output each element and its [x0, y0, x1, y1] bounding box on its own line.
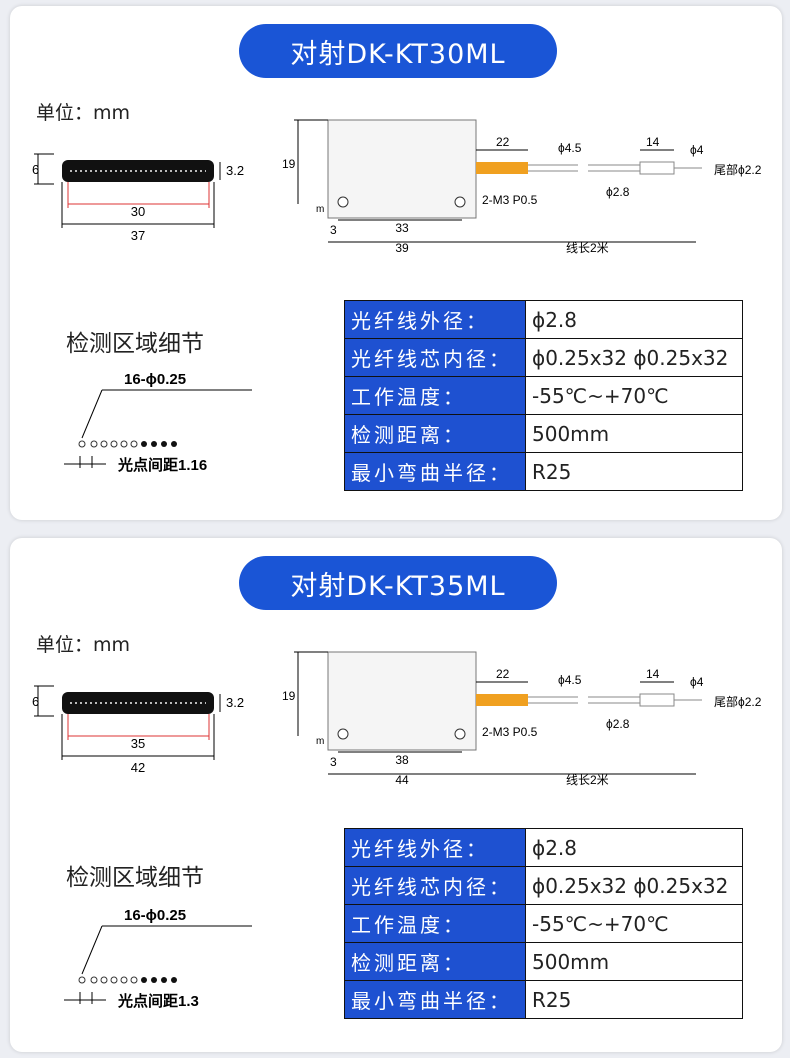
spec-value: -55℃~+70℃	[525, 904, 743, 943]
table-row: 最小弯曲半径：R25	[344, 980, 743, 1019]
spec-value: R25	[525, 452, 743, 491]
tube-dia-label: ϕ4.5	[558, 673, 582, 687]
outer-length-label: 42	[131, 760, 145, 775]
spec-label: 工作温度：	[344, 904, 526, 943]
fiber-dia-label: ϕ2.8	[606, 185, 630, 199]
fiber-count-label: 16-ϕ0.25	[124, 371, 186, 388]
hole-offset-label: 3	[330, 223, 337, 237]
body-height-label: 19	[282, 689, 296, 703]
spec-value: 500mm	[525, 942, 743, 981]
table-row: 工作温度：-55℃~+70℃	[344, 904, 743, 943]
cable-length-label: 线长2米	[566, 241, 609, 255]
spec-label: 最小弯曲半径：	[344, 980, 526, 1019]
tip-dia-label: ϕ4	[690, 143, 704, 157]
spec-label: 检测距离：	[344, 942, 526, 981]
detection-detail-drawing: 16-ϕ0.25 光点间距1.16	[64, 371, 252, 472]
hole-offset-label: 3	[330, 755, 337, 769]
spec-label: 工作温度：	[344, 376, 526, 415]
product-card-kt30ml: 对射DK-KT30ML 单位：mm 6 3.2 30 37 19 m 3 33 …	[10, 6, 782, 520]
pitch-label: 光点间距1.3	[117, 992, 199, 1008]
product-card-kt35ml: 对射DK-KT35ML 单位：mm 6 3.2 35 42 19 m 3 38 …	[10, 538, 782, 1052]
fiber-dia-label: ϕ2.8	[606, 717, 630, 731]
spec-value: ϕ2.8	[525, 300, 743, 339]
fiber-count-label: 16-ϕ0.25	[124, 907, 186, 924]
side-view-drawing: 6 3.2 30 37	[32, 153, 244, 243]
side-height-label: 6	[32, 694, 39, 709]
outer-length-label: 37	[131, 228, 145, 243]
body-length-label: 39	[395, 241, 409, 255]
spec-label: 光纤线外径：	[344, 300, 526, 339]
screw-spec-label: 2-M3 P0.5	[482, 725, 538, 739]
spec-value: R25	[525, 980, 743, 1019]
body-length-label: 44	[395, 773, 409, 787]
spec-label: 光纤线芯内径：	[344, 338, 526, 377]
hole-span-label: 33	[395, 221, 409, 235]
body-height-label: 19	[282, 157, 296, 171]
inner-length-label: 35	[131, 736, 145, 751]
spec-table: 光纤线外径：ϕ2.8 光纤线芯内径：ϕ0.25x32 ϕ0.25x32 工作温度…	[344, 828, 743, 1019]
tail-dia-label: 尾部ϕ2.2	[714, 694, 762, 709]
detail-title: 检测区域细节	[66, 865, 204, 891]
table-row: 工作温度：-55℃~+70℃	[344, 376, 743, 415]
table-row: 最小弯曲半径：R25	[344, 452, 743, 491]
table-row: 检测距离：500mm	[344, 942, 743, 981]
spec-value: ϕ2.8	[525, 828, 743, 867]
table-row: 光纤线芯内径：ϕ0.25x32 ϕ0.25x32	[344, 338, 743, 377]
tip-length-label: 14	[646, 135, 660, 149]
product-title: 对射DK-KT35ML	[239, 556, 557, 610]
unit-label: 单位：mm	[36, 634, 131, 656]
spec-label: 检测距离：	[344, 414, 526, 453]
small-dim-label: m	[316, 736, 324, 747]
dimension-drawing: 19 m 3 33 39 22 ϕ4.5 14 ϕ4 尾部ϕ2.2 ϕ2.8 2…	[282, 119, 762, 255]
tail-dia-label: 尾部ϕ2.2	[714, 162, 762, 177]
product-title: 对射DK-KT30ML	[239, 24, 557, 78]
spec-table: 光纤线外径：ϕ2.8 光纤线芯内径：ϕ0.25x32 ϕ0.25x32 工作温度…	[344, 300, 743, 491]
tip-dia-label: ϕ4	[690, 675, 704, 689]
sleeve-length-label: 22	[496, 135, 510, 149]
tip-length-label: 14	[646, 667, 660, 681]
detail-title: 检测区域细节	[66, 331, 204, 357]
sleeve-length-label: 22	[496, 667, 510, 681]
strip-height-label: 3.2	[226, 163, 244, 178]
detection-detail-drawing: 16-ϕ0.25 光点间距1.3	[64, 907, 252, 1008]
pitch-label: 光点间距1.16	[117, 456, 207, 472]
spec-label: 光纤线外径：	[344, 828, 526, 867]
spec-value: ϕ0.25x32 ϕ0.25x32	[525, 866, 743, 905]
spec-label: 光纤线芯内径：	[344, 866, 526, 905]
screw-spec-label: 2-M3 P0.5	[482, 193, 538, 207]
spec-value: ϕ0.25x32 ϕ0.25x32	[525, 338, 743, 377]
unit-label: 单位：mm	[36, 102, 131, 124]
spec-label: 最小弯曲半径：	[344, 452, 526, 491]
table-row: 光纤线外径：ϕ2.8	[344, 828, 743, 867]
strip-height-label: 3.2	[226, 695, 244, 710]
side-height-label: 6	[32, 162, 39, 177]
cable-length-label: 线长2米	[566, 773, 609, 787]
dimension-drawing: 19 m 3 38 44 22 ϕ4.5 14 ϕ4 尾部ϕ2.2 ϕ2.8 2…	[282, 651, 762, 787]
table-row: 光纤线芯内径：ϕ0.25x32 ϕ0.25x32	[344, 866, 743, 905]
tube-dia-label: ϕ4.5	[558, 141, 582, 155]
table-row: 光纤线外径：ϕ2.8	[344, 300, 743, 339]
table-row: 检测距离：500mm	[344, 414, 743, 453]
side-view-drawing: 6 3.2 35 42	[32, 685, 244, 775]
small-dim-label: m	[316, 204, 324, 215]
inner-length-label: 30	[131, 204, 145, 219]
spec-value: -55℃~+70℃	[525, 376, 743, 415]
spec-value: 500mm	[525, 414, 743, 453]
hole-span-label: 38	[395, 753, 409, 767]
